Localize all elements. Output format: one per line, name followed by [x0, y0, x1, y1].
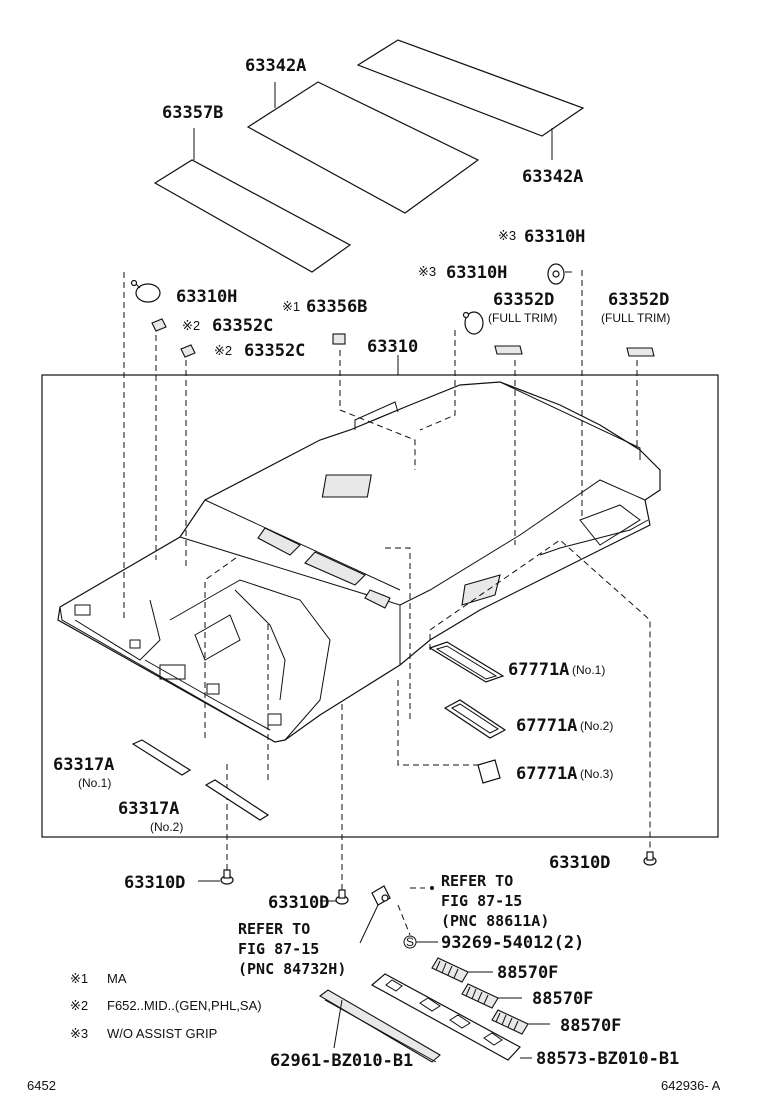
pad-63342A-right[interactable] [356, 39, 585, 137]
panel-88573[interactable] [370, 973, 521, 1061]
mark-2b: ※2 [214, 343, 232, 358]
label-63317A-no2-sub: (No.2) [150, 820, 183, 834]
headliner-group-box [41, 374, 719, 838]
screw-63310D-left[interactable] [220, 869, 234, 885]
spring-88570F-a[interactable] [431, 957, 469, 983]
legend-mark-1: ※1 [70, 971, 88, 986]
label-67771A-no3: 67771A [516, 764, 577, 784]
label-full-trim-a: (FULL TRIM) [488, 311, 557, 325]
mark-3b: ※3 [418, 264, 436, 279]
lens-67771A-no2[interactable] [443, 699, 507, 739]
pad-63352C-b[interactable] [180, 344, 196, 358]
screw-63310D-mid[interactable] [335, 889, 349, 905]
label-63352C-a: 63352C [212, 316, 273, 336]
label-63317A-no1-sub: (No.1) [78, 776, 111, 790]
label-full-trim-b: (FULL TRIM) [601, 311, 670, 325]
label-63356B: 63356B [306, 297, 367, 317]
legend-text-3: W/O ASSIST GRIP [107, 1026, 217, 1041]
pad-63356B[interactable] [332, 333, 346, 345]
legend-text-1: MA [107, 971, 127, 986]
legend-mark-3: ※3 [70, 1026, 88, 1041]
refer2-line3: (PNC 84732H) [238, 960, 346, 978]
label-63310D-mid: 63310D [268, 893, 329, 913]
label-63310H-right: 63310H [524, 227, 585, 247]
label-63317A-no1: 63317A [53, 755, 114, 775]
clip-63310H-left[interactable] [130, 279, 161, 303]
strip-63317A-no2[interactable] [204, 779, 270, 821]
label-63352C-b: 63352C [244, 341, 305, 361]
mark-2: ※2 [182, 318, 200, 333]
refer1-line3: (PNC 88611A) [441, 912, 549, 930]
label-63342A-right: 63342A [522, 167, 583, 187]
footer-left: 6452 [27, 1078, 56, 1093]
headliner-63310[interactable] [57, 381, 661, 743]
mark-1: ※1 [282, 299, 300, 314]
lens-67771A-no1[interactable] [428, 641, 505, 683]
panel-62961[interactable] [319, 989, 441, 1063]
label-67771A-no2-sub: (No.2) [580, 719, 613, 733]
label-93269: 93269-54012(2) [441, 933, 584, 953]
label-63310D-right: 63310D [549, 853, 610, 873]
clip-63310H-mid[interactable] [462, 311, 484, 335]
pad-63352C-a[interactable] [151, 318, 167, 332]
label-63310: 63310 [367, 337, 418, 357]
refer1-line1: REFER TO [441, 872, 513, 890]
refer2-line2: FIG 87-15 [238, 940, 319, 958]
label-62961: 62961-BZ010-B1 [270, 1051, 413, 1071]
mark-3: ※3 [498, 228, 516, 243]
bracket-bolt[interactable] [359, 885, 434, 944]
refer2-line1: REFER TO [238, 920, 310, 938]
refer1-line2: FIG 87-15 [441, 892, 522, 910]
screw-63310D-right[interactable] [643, 851, 657, 866]
legend-text-2: F652..MID..(GEN,PHL,SA) [107, 998, 262, 1013]
label-63352D-a: 63352D [493, 290, 554, 310]
label-88570F-a: 88570F [497, 963, 558, 983]
footer-right: 642936- A [661, 1078, 721, 1093]
lens-67771A-no3[interactable] [477, 759, 501, 784]
label-63317A-no2: 63317A [118, 799, 179, 819]
label-88570F-b: 88570F [532, 989, 593, 1009]
clip-63310H-right[interactable] [547, 263, 572, 285]
label-63342A-top: 63342A [245, 56, 306, 76]
label-88570F-c: 88570F [560, 1016, 621, 1036]
label-67771A-no1: 67771A [508, 660, 569, 680]
label-63310H-mid: 63310H [446, 263, 507, 283]
strip-63317A-no1[interactable] [131, 739, 192, 776]
legend-mark-2: ※2 [70, 998, 88, 1013]
spring-88570F-b[interactable] [461, 983, 499, 1009]
pad-63352D-a[interactable] [494, 345, 523, 355]
pad-63342A-mid[interactable] [246, 81, 480, 214]
pad-63352D-b[interactable] [626, 347, 655, 357]
label-63352D-b: 63352D [608, 290, 669, 310]
circle-s-label: S [406, 935, 414, 949]
label-63357B: 63357B [162, 103, 223, 123]
label-67771A-no2: 67771A [516, 716, 577, 736]
label-88573: 88573-BZ010-B1 [536, 1049, 679, 1069]
spring-88570F-c[interactable] [491, 1009, 529, 1035]
label-67771A-no1-sub: (No.1) [572, 663, 605, 677]
label-67771A-no3-sub: (No.3) [580, 767, 613, 781]
label-63310D-left: 63310D [124, 873, 185, 893]
label-63310H-left: 63310H [176, 287, 237, 307]
pad-63357B[interactable] [153, 159, 352, 273]
